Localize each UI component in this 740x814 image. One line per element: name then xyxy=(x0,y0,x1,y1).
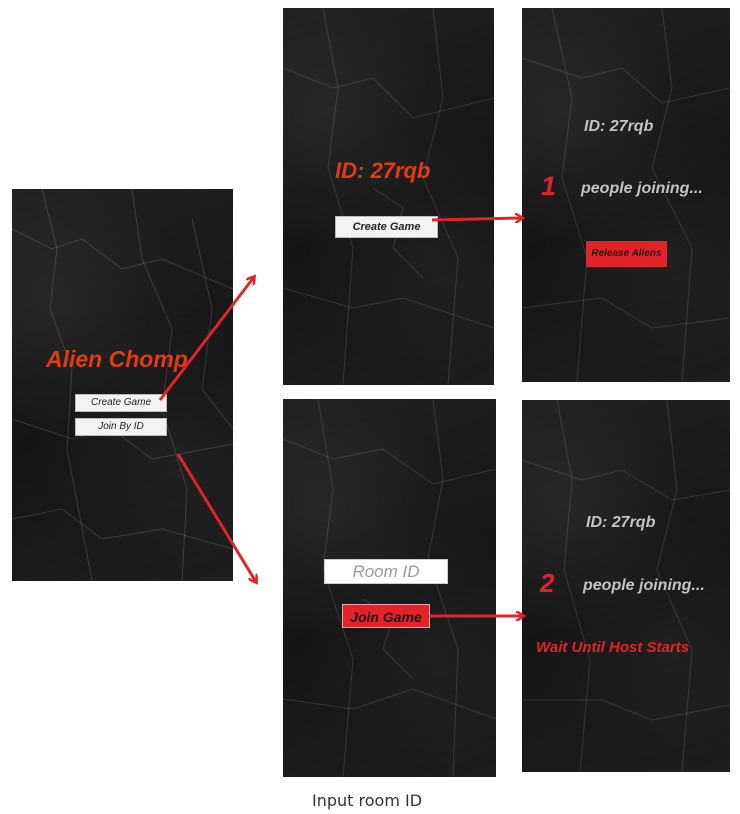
room-id-label: ID: 27rqb xyxy=(335,158,431,183)
player-count: 2 xyxy=(540,568,555,598)
game-title: Alien Chomp xyxy=(46,346,188,372)
marble-texture xyxy=(522,400,730,772)
main-menu-screen: Alien Chomp Create Game Join By ID xyxy=(12,189,233,581)
player-count: 1 xyxy=(541,171,557,201)
room-id-input[interactable]: Room ID xyxy=(324,559,448,584)
room-id-label: ID: 27rqb xyxy=(586,514,656,531)
create-game-screen: ID: 27rqb Create Game xyxy=(283,8,494,385)
wait-host-label: Wait Until Host Starts xyxy=(536,639,690,656)
guest-lobby-screen: ID: 27rqb 2 people joining... Wait Until… xyxy=(522,400,730,772)
marble-texture xyxy=(522,8,730,382)
flow-caption: Input room ID xyxy=(312,791,423,810)
people-joining-label: people joining... xyxy=(583,577,705,594)
marble-texture xyxy=(283,399,496,777)
people-joining-label: people joining... xyxy=(581,180,703,197)
marble-texture xyxy=(12,189,233,581)
create-game-button[interactable]: Create Game xyxy=(75,394,167,412)
join-game-button[interactable]: Join Game xyxy=(342,604,430,628)
join-game-screen: Room ID Join Game xyxy=(283,399,496,777)
room-id-label: ID: 27rqb xyxy=(584,118,654,135)
release-aliens-button[interactable]: Release Aliens xyxy=(586,241,667,267)
join-by-id-button[interactable]: Join By ID xyxy=(75,418,167,436)
host-lobby-screen: ID: 27rqb 1 people joining... Release Al… xyxy=(522,8,730,382)
create-game-button[interactable]: Create Game xyxy=(335,216,438,238)
marble-texture xyxy=(283,8,494,385)
